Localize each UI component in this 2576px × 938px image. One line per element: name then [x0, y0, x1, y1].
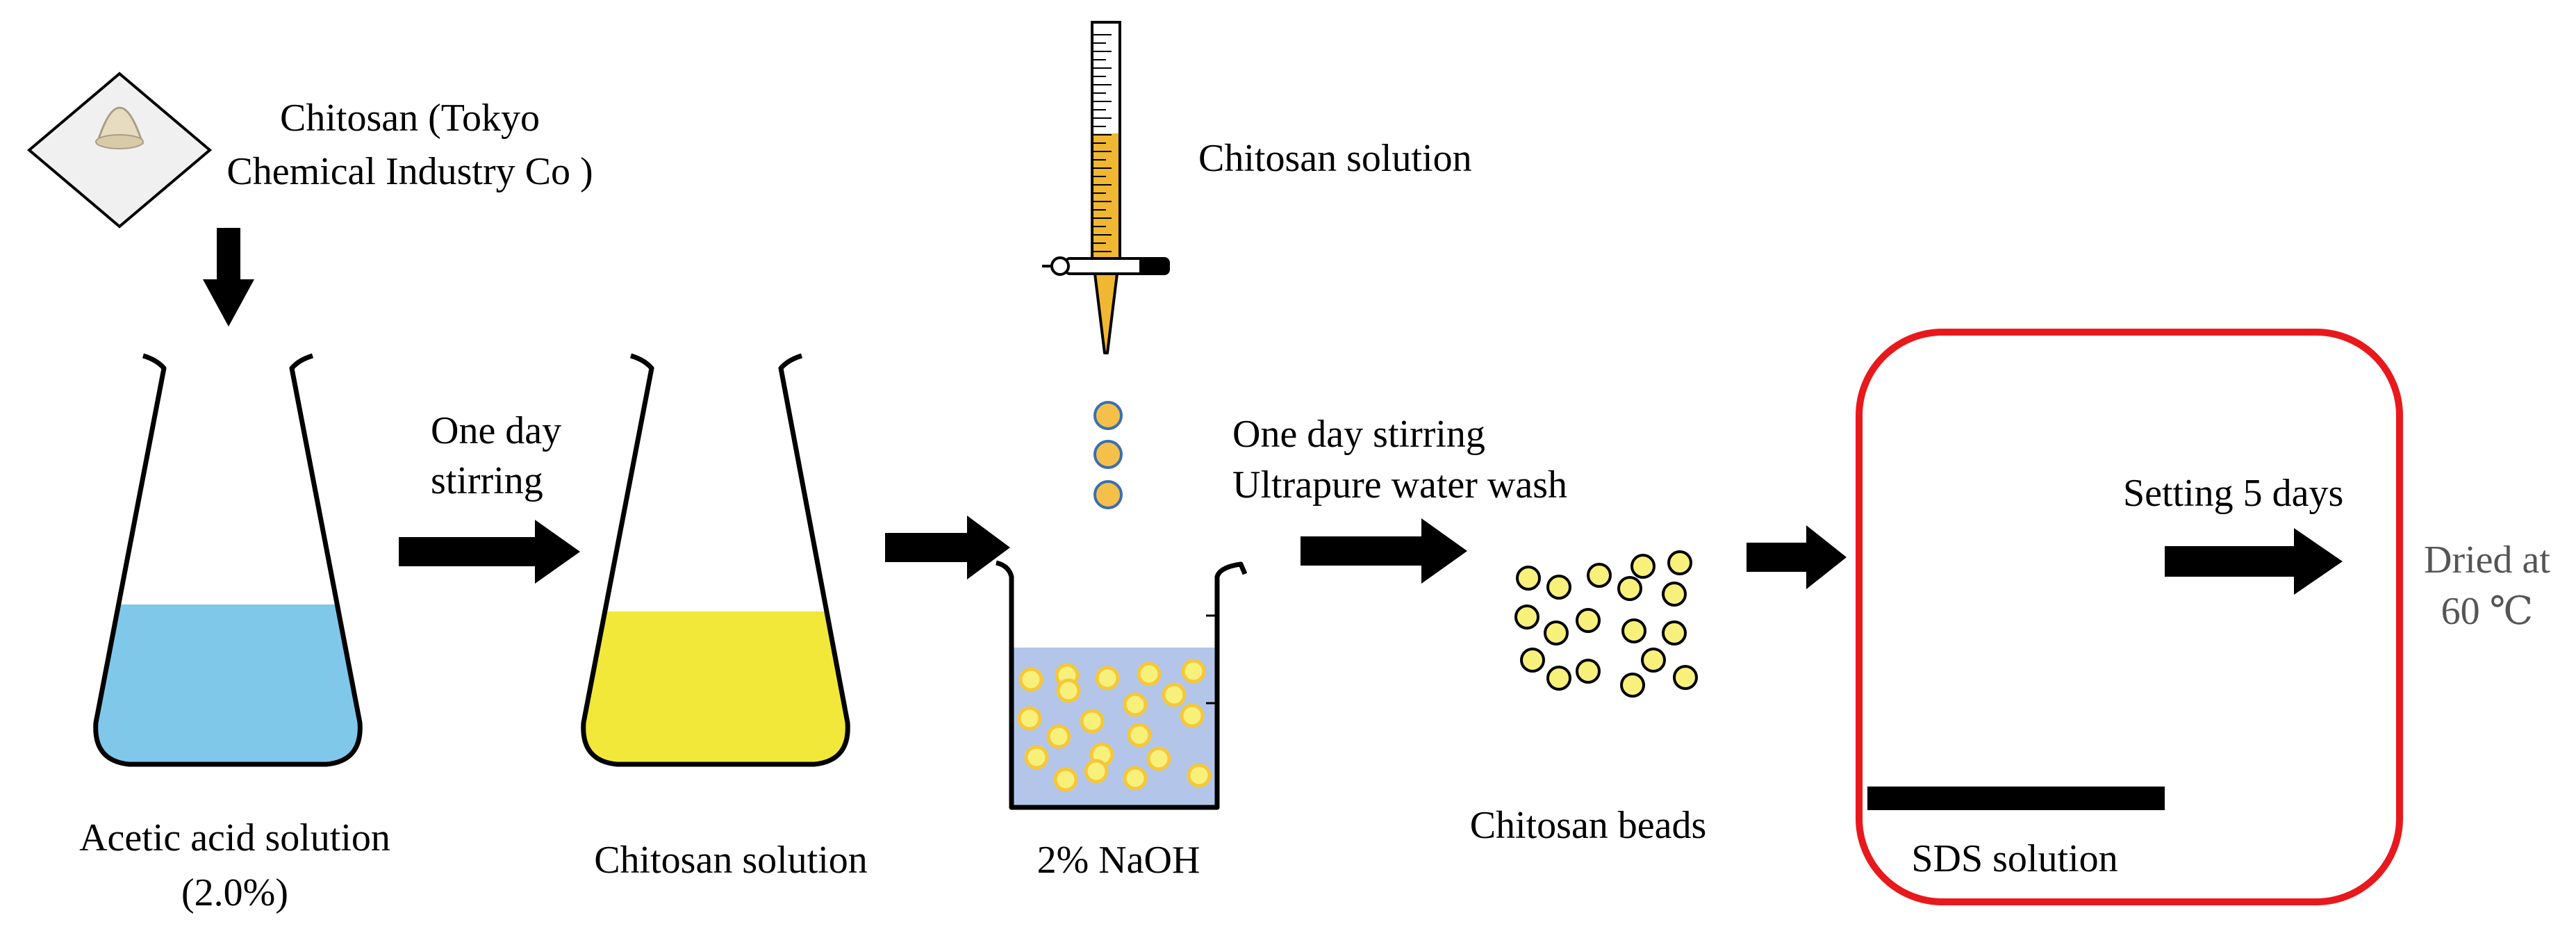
- sds-bar: [1867, 787, 2165, 810]
- naoh-label: 2% NaOH: [1037, 839, 1200, 882]
- step3-label-line1: One day stirring: [1232, 413, 1485, 456]
- drop: [1093, 480, 1123, 509]
- sds-treatment-box: [1856, 329, 2403, 905]
- acetic-acid-label-line2: (2.0%): [181, 871, 288, 914]
- chitosan-solution-flask-label: Chitosan solution: [594, 839, 868, 882]
- chitosan-liquid: [583, 611, 848, 764]
- right-arrow-icon: [885, 516, 1010, 579]
- chitosan-source-label-line2: Chemical Industry Co ): [226, 150, 593, 193]
- setting-label: Setting 5 days: [2123, 472, 2343, 515]
- chitosan-beads-cluster: [1514, 550, 1698, 698]
- drop: [1093, 440, 1123, 469]
- step1-label-line2: stirring: [431, 459, 543, 502]
- burette-icon: [1042, 21, 1170, 354]
- chitosan-beads-label: Chitosan beads: [1470, 804, 1707, 847]
- dried-label-line1: Dried at: [2424, 538, 2550, 582]
- down-arrow-icon: [203, 228, 254, 327]
- right-arrow-icon: [1301, 518, 1467, 584]
- chitosan-powder-paper: [26, 72, 213, 229]
- acetic-liquid: [95, 604, 361, 764]
- right-arrow-icon: [2165, 528, 2343, 595]
- step1-label-line1: One day: [431, 409, 561, 452]
- acetic-acid-label-line1: Acetic acid solution: [79, 816, 390, 859]
- dried-label-line2: 60 ℃: [2441, 590, 2534, 633]
- chitosan-solution-burette-label: Chitosan solution: [1198, 137, 1472, 180]
- chitosan-solution-flask: [581, 353, 850, 767]
- drop: [1093, 401, 1123, 430]
- naoh-beaker: [996, 560, 1248, 810]
- right-arrow-icon: [399, 520, 580, 584]
- step3-label-line2: Ultrapure water wash: [1232, 463, 1567, 507]
- chitosan-source-label-line1: Chitosan (Tokyo: [280, 97, 540, 140]
- right-arrow-icon: [1747, 525, 1847, 589]
- acetic-acid-flask: [93, 353, 363, 767]
- sds-solution-label: SDS solution: [1911, 837, 2117, 880]
- falling-drops: [1093, 401, 1123, 509]
